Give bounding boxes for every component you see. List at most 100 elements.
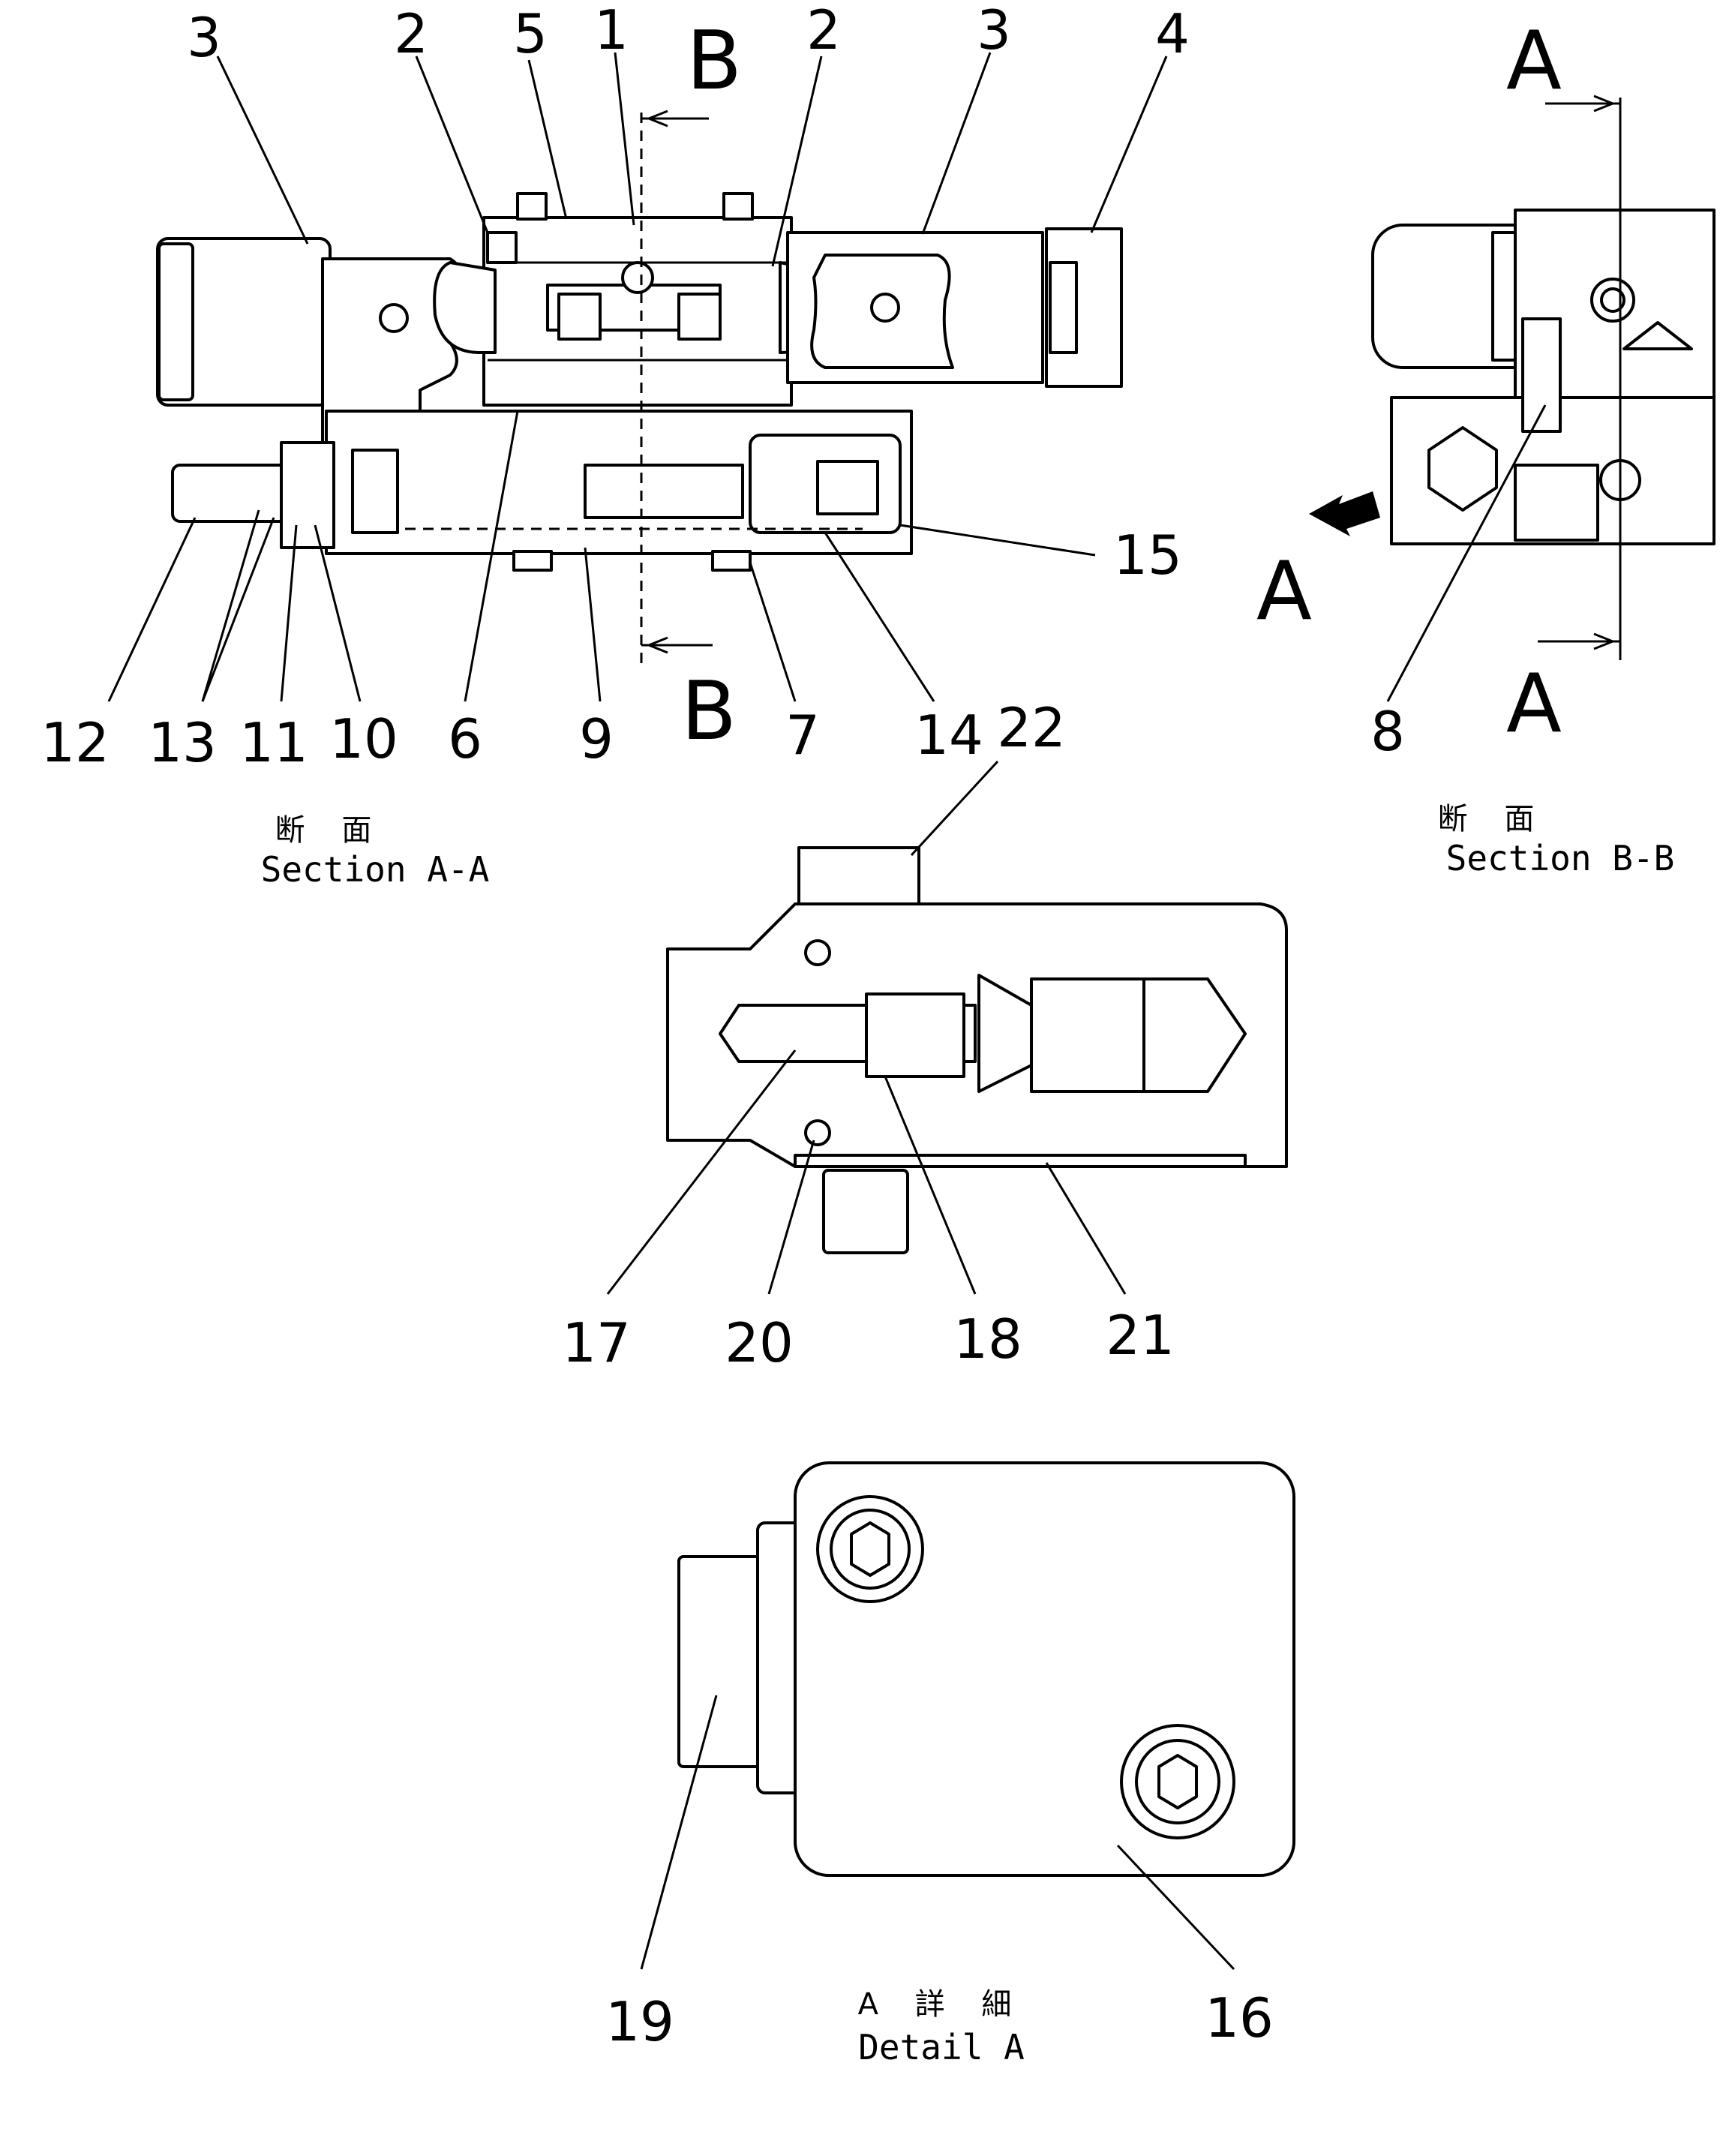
marker-a-arrow: A xyxy=(1256,545,1312,638)
seal-18 xyxy=(865,992,965,1078)
marker-b-top: B xyxy=(686,14,742,108)
section-bb-view xyxy=(1309,95,1715,660)
plug-2-left xyxy=(486,231,518,264)
leader-10 xyxy=(314,524,362,702)
leader-3-right xyxy=(921,52,992,235)
callout-15: 15 xyxy=(1113,524,1182,587)
section-aa-view xyxy=(156,110,1123,668)
leader-22 xyxy=(910,760,999,857)
leader-11 xyxy=(280,524,298,702)
piston-15-inner xyxy=(816,460,879,515)
detail-a-view xyxy=(677,1461,1295,1877)
marker-a-top: A xyxy=(1506,14,1562,108)
plug-12 xyxy=(171,464,294,523)
leader-18 xyxy=(884,1076,977,1295)
callout-17: 17 xyxy=(562,1311,631,1374)
leader-12 xyxy=(107,517,197,702)
left-port-circle xyxy=(379,303,409,333)
leader-15 xyxy=(899,524,1096,557)
callout-5: 5 xyxy=(513,2,548,65)
marker-a-bottom: A xyxy=(1506,657,1562,751)
leader-lines xyxy=(107,52,1547,1971)
spool-land-left xyxy=(557,293,602,341)
left-solenoid-cap xyxy=(158,242,194,401)
arrow-b-bottom xyxy=(641,636,713,654)
leader-13b xyxy=(201,517,275,702)
leader-1 xyxy=(614,52,635,226)
arrow-a-bottom xyxy=(1538,632,1620,650)
top-bolt-right xyxy=(722,192,754,221)
check-valve-7 xyxy=(584,464,744,519)
section-markers: B B A A A xyxy=(681,14,1562,758)
caption-aa-en: Section A-A xyxy=(261,849,490,890)
callout-6: 6 xyxy=(448,707,482,770)
callout-2-left: 2 xyxy=(394,2,428,65)
top-bolt-left xyxy=(516,192,548,221)
o-ring-20-upper xyxy=(804,939,831,966)
callout-8: 8 xyxy=(1370,700,1405,763)
callout-13: 13 xyxy=(148,711,217,774)
spring-assembly xyxy=(351,449,399,534)
caption-detail-a-jp: A 詳 細 xyxy=(858,1987,1025,2022)
leader-4 xyxy=(1090,56,1168,233)
callout-12: 12 xyxy=(41,711,110,774)
leader-21 xyxy=(1045,1162,1127,1295)
right-port-circle xyxy=(870,293,900,323)
callout-19: 19 xyxy=(605,1990,674,2053)
leader-8 xyxy=(1386,404,1547,702)
leader-17 xyxy=(606,1049,797,1295)
leader-16 xyxy=(1116,1844,1235,1971)
arrow-a-top xyxy=(1545,95,1620,113)
callout-9: 9 xyxy=(579,707,614,770)
poppet-tip xyxy=(1142,977,1247,1093)
bb-lower-center xyxy=(1514,464,1599,542)
bb-port-upper-inner xyxy=(1600,287,1625,313)
callout-2-right: 2 xyxy=(806,0,841,62)
caption-detail-a-en: Detail A xyxy=(858,2027,1025,2067)
callout-14: 14 xyxy=(914,704,983,767)
leader-14 xyxy=(824,532,935,702)
leader-5 xyxy=(527,59,568,220)
callout-20: 20 xyxy=(725,1311,794,1374)
callout-7: 7 xyxy=(785,704,820,767)
callout-22: 22 xyxy=(997,696,1066,759)
leader-20 xyxy=(767,1140,815,1295)
hex-socket-lower xyxy=(1157,1754,1198,1809)
leader-9 xyxy=(584,547,602,702)
caption-bb-en: Section B-B xyxy=(1446,838,1675,878)
callout-18: 18 xyxy=(953,1308,1022,1371)
bottom-boss-left xyxy=(512,550,553,572)
callout-16: 16 xyxy=(1205,1986,1274,2049)
view-a-arrow xyxy=(1309,491,1380,536)
callout-10: 10 xyxy=(329,707,398,770)
caption-bb-jp: 断 面 xyxy=(1438,802,1548,836)
leader-3-left xyxy=(216,56,309,245)
leader-2-left xyxy=(415,56,489,233)
marker-b-bottom: B xyxy=(681,665,737,758)
seat-21 xyxy=(794,1154,1247,1168)
o-ring-20-lower xyxy=(804,1119,831,1146)
callout-3-right: 3 xyxy=(977,0,1011,62)
connector-22 xyxy=(797,846,920,909)
right-solenoid-cap xyxy=(1049,261,1078,354)
leader-2-right xyxy=(771,56,823,267)
callout-21: 21 xyxy=(1106,1304,1175,1367)
spool-land-right xyxy=(677,293,722,341)
leader-6 xyxy=(464,410,519,702)
poppet-body xyxy=(1030,977,1145,1093)
view-captions: 断 面 Section A-A 断 面 Section B-B A 詳 細 De… xyxy=(261,802,1675,2067)
callout-4: 4 xyxy=(1155,2,1190,65)
spool-ball xyxy=(621,261,654,294)
valve-detail-view xyxy=(666,846,1288,1254)
caption-aa-jp: 断 面 xyxy=(275,813,386,848)
spring-seat-left xyxy=(433,261,497,354)
leader-19 xyxy=(640,1695,718,1970)
bottom-boss-right xyxy=(711,550,752,572)
leader-7 xyxy=(749,562,797,702)
callout-1: 1 xyxy=(594,0,629,62)
callout-3-left: 3 xyxy=(187,6,221,69)
drain-plug xyxy=(822,1169,909,1254)
callout-11: 11 xyxy=(239,711,308,774)
bb-hex-plug xyxy=(1427,426,1498,512)
